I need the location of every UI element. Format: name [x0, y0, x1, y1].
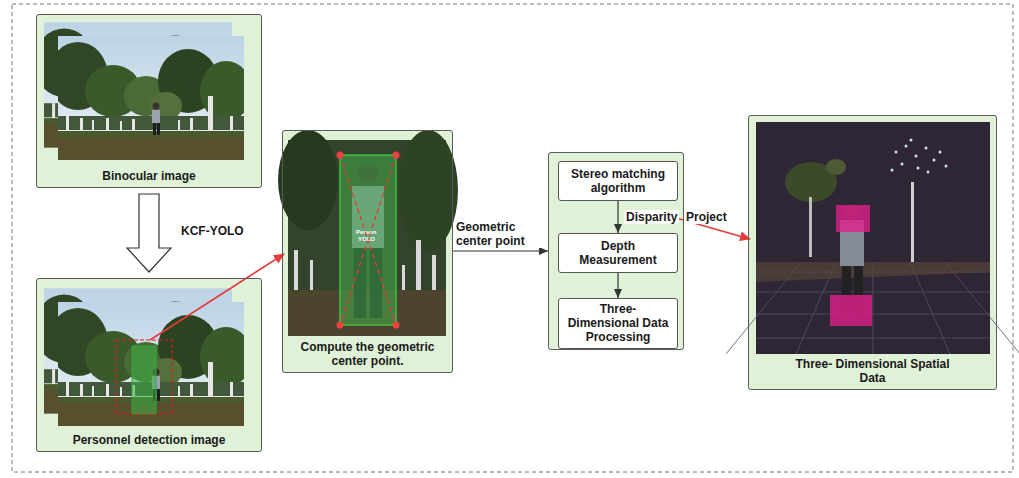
- stereo-photo: [48, 36, 252, 160]
- edge-label: Project: [684, 210, 729, 224]
- process-box: Three- Dimensional Data Processing: [558, 298, 678, 349]
- detection-photo: [48, 302, 252, 426]
- detection-tag: YOLO: [358, 236, 375, 243]
- process-label: Three- Dimensional Data Processing: [563, 302, 673, 344]
- caption-holder: Compute the geometric center point.: [283, 340, 452, 369]
- connector: [617, 201, 618, 233]
- panel-caption: Compute the geometric center point.: [288, 340, 447, 368]
- edge-label: Disparity: [624, 210, 679, 224]
- panel-fill: [748, 115, 997, 390]
- image-panel: Binocular image: [36, 14, 262, 188]
- panel-fill: [548, 152, 684, 350]
- panel-caption: Three- Dimensional Spatial Data: [788, 357, 958, 385]
- panel-fill: [36, 14, 262, 188]
- edge-label: KCF-YOLO: [179, 224, 246, 238]
- block-arrow: [127, 194, 171, 272]
- caption-holder: Binocular image: [37, 166, 261, 184]
- focus-box: [116, 340, 172, 414]
- panel-caption: Binocular image: [102, 169, 195, 183]
- image-panel: Three- Dimensional Spatial Data: [748, 115, 997, 390]
- image-panel: Compute the geometric center point.: [282, 130, 453, 373]
- process-group: Stereo matching algorithmDepth Measureme…: [548, 152, 684, 350]
- panel-fill: [36, 278, 262, 452]
- detection-box: [132, 346, 156, 414]
- center-photo: [278, 130, 458, 336]
- text-holder: Stereo matching algorithm: [563, 167, 673, 196]
- point-cloud: [726, 122, 1019, 354]
- text-holder: Three- Dimensional Data Processing: [563, 302, 673, 345]
- outer-frame: [12, 4, 1013, 472]
- panel-caption: Personnel detection image: [73, 433, 226, 447]
- connector: [150, 254, 284, 340]
- edge-label: Geometric center point: [454, 220, 547, 248]
- detection-tag: Person: [356, 229, 376, 236]
- connector: [617, 273, 618, 298]
- connector: [453, 250, 548, 251]
- process-label: Depth Measurement: [563, 239, 673, 267]
- process-box: Stereo matching algorithm: [558, 161, 678, 201]
- process-label: Stereo matching algorithm: [563, 167, 673, 195]
- caption-holder: Personnel detection image: [37, 430, 261, 448]
- process-box: Depth Measurement: [558, 233, 678, 273]
- caption-holder: Three- Dimensional Spatial Data: [749, 357, 996, 386]
- image-panel: Personnel detection image: [36, 278, 262, 452]
- text-holder: Depth Measurement: [563, 239, 673, 268]
